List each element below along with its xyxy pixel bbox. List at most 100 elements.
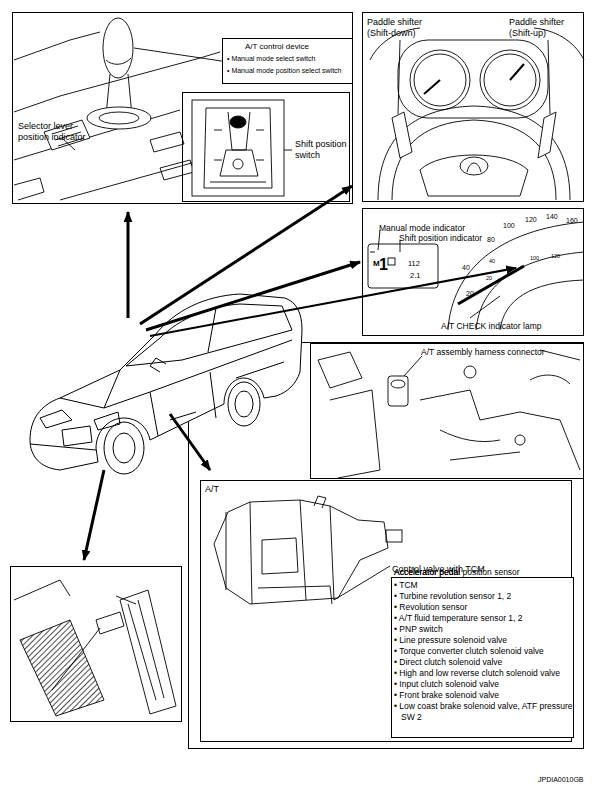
line-art (99, 112, 139, 124)
transmission-illustration (214, 496, 402, 604)
line-art (230, 116, 246, 128)
line-art (515, 435, 525, 445)
line-art (424, 64, 524, 94)
list-item: • Torque converter clutch solenoid valve (394, 646, 573, 657)
line-art (392, 112, 412, 158)
part-label: A/T CHECK indicator lamp (441, 321, 541, 331)
line-art (262, 538, 298, 574)
list-item: • Direct clutch solenoid valve (394, 657, 573, 668)
view-panel: Accelerator pedalAccelerator pedal posit… (10, 566, 182, 722)
line-art (140, 186, 352, 324)
line-art (233, 159, 243, 169)
line-art (113, 433, 135, 463)
line-art (146, 262, 360, 330)
meter-figure: 112 (408, 260, 420, 268)
line-art (14, 32, 100, 60)
line-art (30, 444, 96, 450)
line-art (420, 390, 580, 470)
line-art (170, 414, 210, 470)
meter-figure: M (373, 260, 380, 268)
meter-figure: 1 (379, 257, 388, 273)
box-heading: A/T control device (245, 42, 309, 51)
list-item: • A/T fluid temperature sensor 1, 2 (394, 613, 573, 624)
line-art (378, 106, 570, 200)
line-art (386, 530, 402, 542)
pointer-arrows (84, 186, 516, 560)
line-art (210, 182, 266, 183)
line-art (30, 294, 302, 470)
line-art (214, 130, 264, 160)
line-art (314, 496, 326, 508)
component-box: A/T control device • Manual mode select s… (222, 38, 353, 84)
steering-wheel-illustration (370, 28, 584, 200)
meter-figure: 140 (546, 213, 558, 220)
line-art (128, 600, 164, 700)
list-item: • Turbine revolution sensor 1, 2 (394, 591, 573, 602)
line-art (398, 40, 550, 114)
line-art (228, 112, 250, 150)
list-item: • Manual mode select switch (227, 55, 315, 63)
panel-frame (189, 343, 584, 749)
view-panel: A/T Control valve with TCM• TCM• Turbine … (200, 480, 572, 742)
line-art (14, 178, 44, 200)
list-item: • TCM (394, 580, 573, 591)
line-art (235, 391, 253, 417)
meter-figure: 100 (503, 222, 515, 229)
line-art (440, 430, 520, 460)
list-item: • Low coast brake solenoid valve, ATF pr… (394, 701, 573, 724)
line-art (334, 566, 390, 600)
line-art (330, 390, 380, 478)
part-label: Shift position indicator (399, 233, 482, 243)
view-panel: A/T assembly harness connector (310, 343, 584, 479)
line-art (388, 258, 395, 265)
line-art (94, 412, 120, 430)
line-art (150, 372, 216, 436)
line-art (404, 356, 422, 376)
part-label: A/T assembly harness connector (421, 347, 545, 357)
meter-figure: 80 (487, 236, 495, 243)
line-art (104, 422, 144, 474)
line-art (134, 48, 228, 62)
line-art (20, 620, 104, 716)
line-art (84, 470, 104, 560)
meter-figure: 160 (566, 217, 578, 224)
car-illustration (30, 294, 302, 474)
line-art (40, 410, 72, 428)
component-list-box: Control valve with TCM• TCM• Turbine rev… (391, 577, 574, 738)
meter-figure: 100 (530, 256, 539, 262)
meter-figure: 20 (466, 290, 474, 297)
meter-figure: 40 (462, 264, 470, 271)
view-panel: Paddle shifter (Shift-down)Paddle shifte… (362, 12, 584, 202)
line-art (538, 112, 556, 158)
line-art (464, 366, 476, 378)
line-art (467, 163, 481, 172)
list-item: • PNP switch (394, 624, 573, 635)
line-art (60, 340, 292, 408)
meter-figure: 20 (486, 276, 492, 282)
shift-switch-detail (192, 100, 284, 196)
list-item: Accelerator pedal position sensor (394, 567, 573, 578)
line-art (87, 107, 151, 129)
view-panel: Manual mode indicatorShift position indi… (362, 208, 584, 336)
list-item: • Revolution sensor (394, 602, 573, 613)
line-art (392, 120, 556, 200)
line-art (300, 500, 334, 600)
meter-figure: 120 (525, 216, 537, 223)
line-art (214, 500, 388, 604)
line-art (204, 108, 272, 188)
line-art (370, 252, 375, 253)
line-art (104, 370, 120, 408)
line-art (160, 160, 194, 180)
line-art (106, 58, 131, 64)
line-art (116, 596, 136, 604)
list-item: • High and low reverse clutch solenoid v… (394, 668, 573, 679)
line-art (103, 18, 133, 78)
line-art (192, 100, 284, 196)
line-art (220, 150, 258, 176)
line-art (208, 308, 216, 352)
line-art (420, 155, 528, 196)
list-item: • Front brake solenoid valve (394, 690, 573, 701)
panel-title: A/T (205, 484, 219, 495)
figure-code: JPDIA0010GB (538, 776, 584, 783)
